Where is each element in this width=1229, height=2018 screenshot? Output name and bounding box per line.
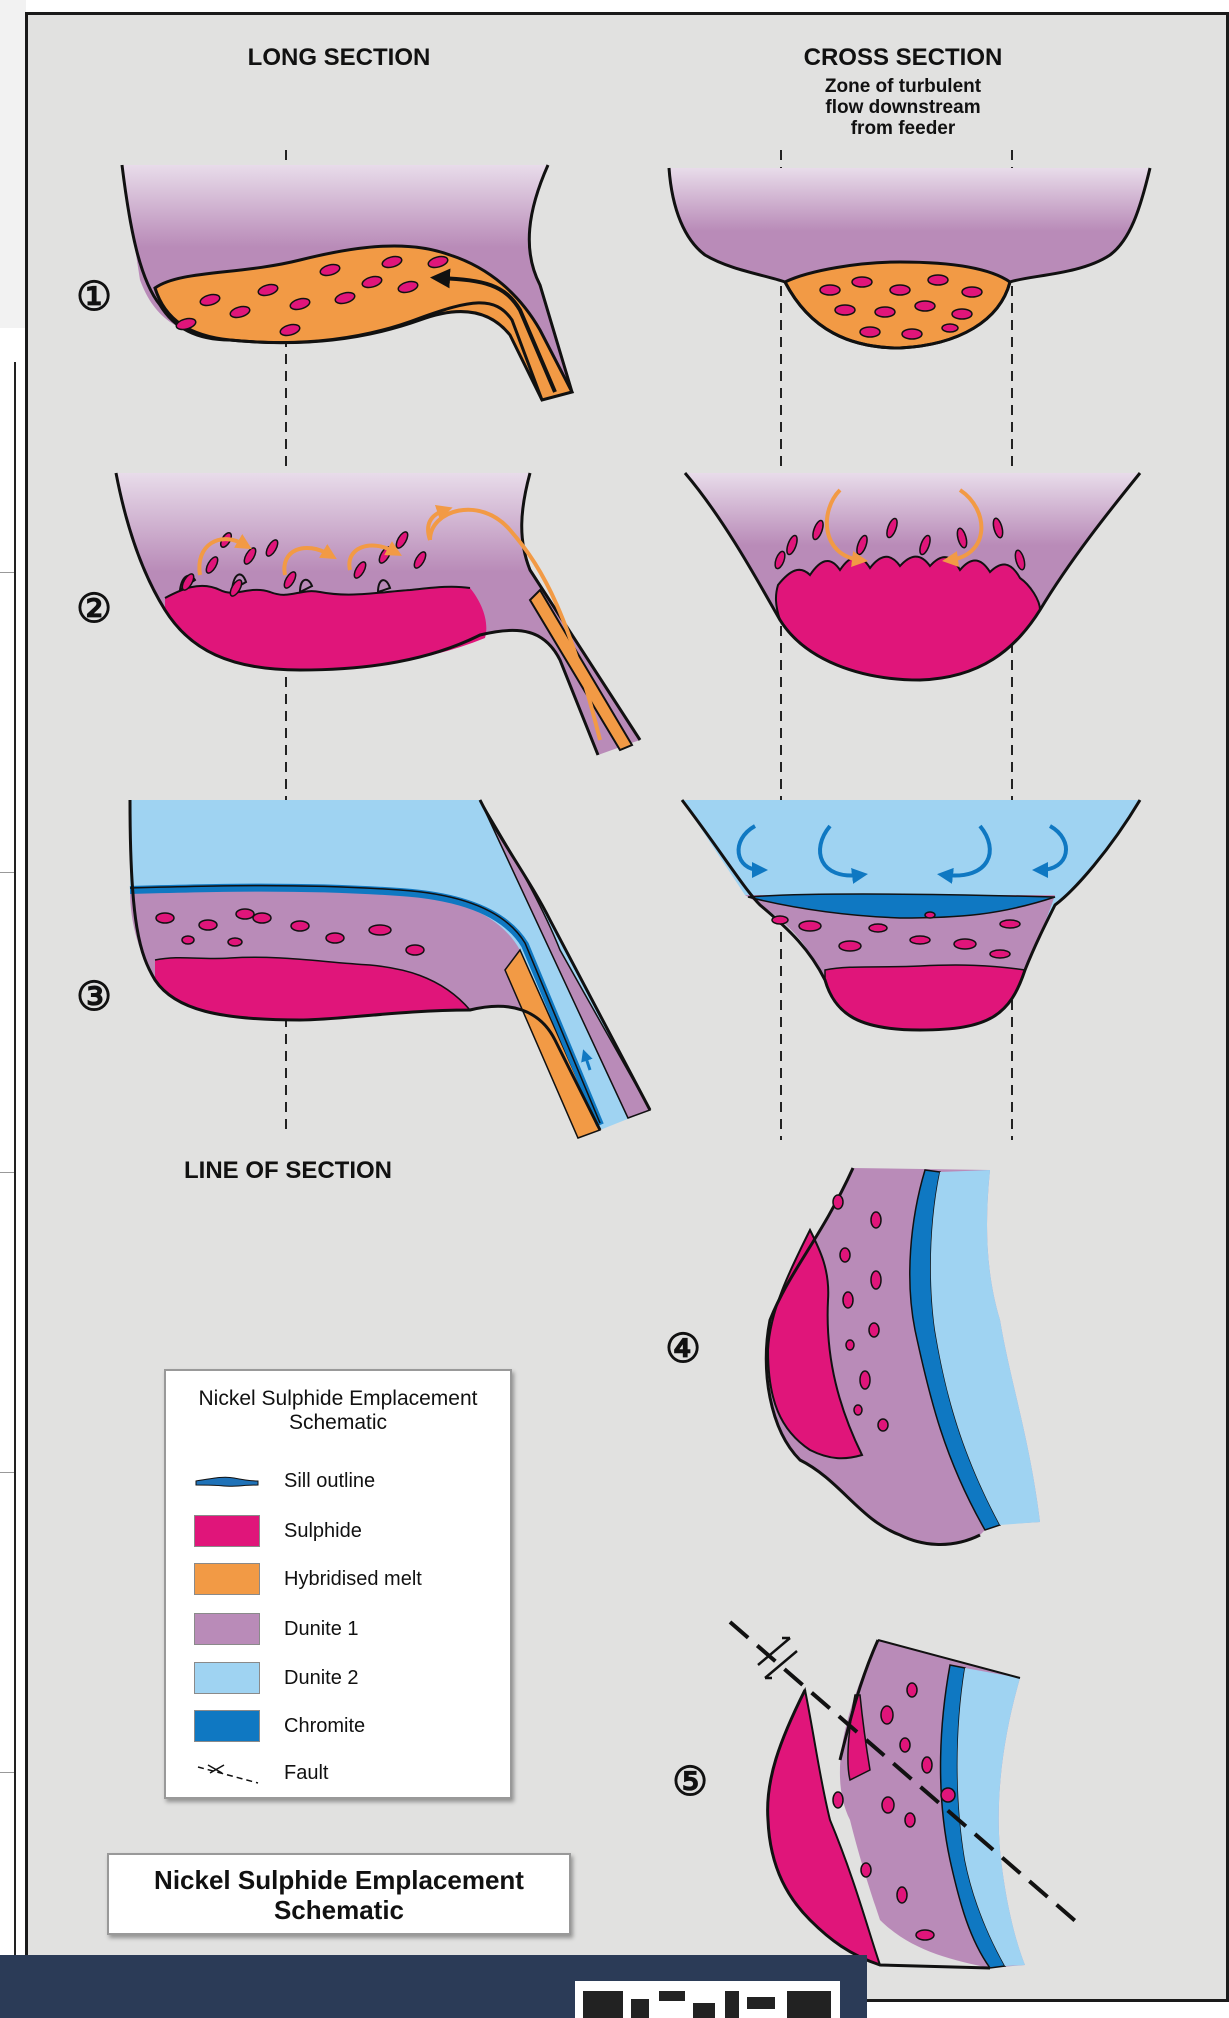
legend-title: Nickel Sulphide Emplacement Schematic [166, 1387, 510, 1435]
legend-item-fault: Fault [194, 1757, 260, 1789]
svg-text:②: ② [76, 587, 112, 631]
legend-item-sill-outline: Sill outline [194, 1465, 260, 1497]
legend-label: Dunite 2 [284, 1667, 359, 1690]
legend-item-chromite: Chromite [194, 1710, 260, 1742]
cross-section-header: CROSS SECTION [804, 44, 1003, 71]
legend-label: Dunite 1 [284, 1618, 359, 1641]
step-number-2: ② [76, 587, 112, 631]
qr-code-image[interactable] [575, 1981, 840, 2018]
cross-section-subtitle-1: Zone of turbulent [825, 76, 982, 97]
step-3-cross-section [682, 800, 1140, 1030]
fault-symbol [758, 1638, 797, 1678]
step-2-long-section [116, 473, 640, 755]
legend-label: Sulphide [284, 1520, 362, 1543]
step-5-section [730, 1622, 1080, 1968]
dunite-1-swatch [194, 1613, 260, 1645]
step-2-cross-section [685, 473, 1140, 680]
sill-outline-swatch [194, 1465, 260, 1497]
legend-box: Nickel Sulphide Emplacement Schematic Si… [164, 1369, 512, 1799]
line-of-section-label: LINE OF SECTION [184, 1157, 392, 1184]
legend-item-dunite-2: Dunite 2 [194, 1662, 260, 1694]
sulphide-swatch [194, 1515, 260, 1547]
step-4-section [766, 1168, 1040, 1544]
legend-item-hybridised-melt: Hybridised melt [194, 1563, 260, 1595]
legend-label: Chromite [284, 1715, 365, 1738]
step-number-5: ⑤ [672, 1760, 708, 1804]
hybridised-melt-swatch [194, 1563, 260, 1595]
svg-text:①: ① [76, 275, 112, 319]
step-1-long-section [122, 165, 572, 400]
svg-text:③: ③ [76, 975, 112, 1019]
step-3-long-section [130, 800, 650, 1138]
title-line-2: Schematic [109, 1895, 569, 1925]
dunite-2-swatch [194, 1662, 260, 1694]
step-1-cross-section [669, 168, 1150, 348]
step-number-1: ① [76, 275, 112, 319]
legend-title-line-1: Nickel Sulphide Emplacement [166, 1387, 510, 1411]
long-section-header: LONG SECTION [248, 44, 431, 71]
legend-label: Hybridised melt [284, 1568, 422, 1591]
legend-item-dunite-1: Dunite 1 [194, 1613, 260, 1645]
title-box: Nickel Sulphide Emplacement Schematic [107, 1853, 571, 1935]
svg-text:④: ④ [665, 1327, 701, 1371]
title-line-1: Nickel Sulphide Emplacement [109, 1865, 569, 1895]
svg-text:⑤: ⑤ [672, 1760, 708, 1804]
cross-section-subtitle-2: flow downstream [825, 97, 980, 118]
legend-label: Fault [284, 1762, 328, 1785]
cross-section-subtitle-3: from feeder [851, 118, 956, 139]
legend-item-sulphide: Sulphide [194, 1515, 260, 1547]
legend-label: Sill outline [284, 1470, 375, 1493]
fault-swatch [194, 1757, 260, 1789]
step-number-3: ③ [76, 975, 112, 1019]
legend-title-line-2: Schematic [166, 1411, 510, 1435]
chromite-swatch [194, 1710, 260, 1742]
step-number-4: ④ [665, 1327, 701, 1371]
